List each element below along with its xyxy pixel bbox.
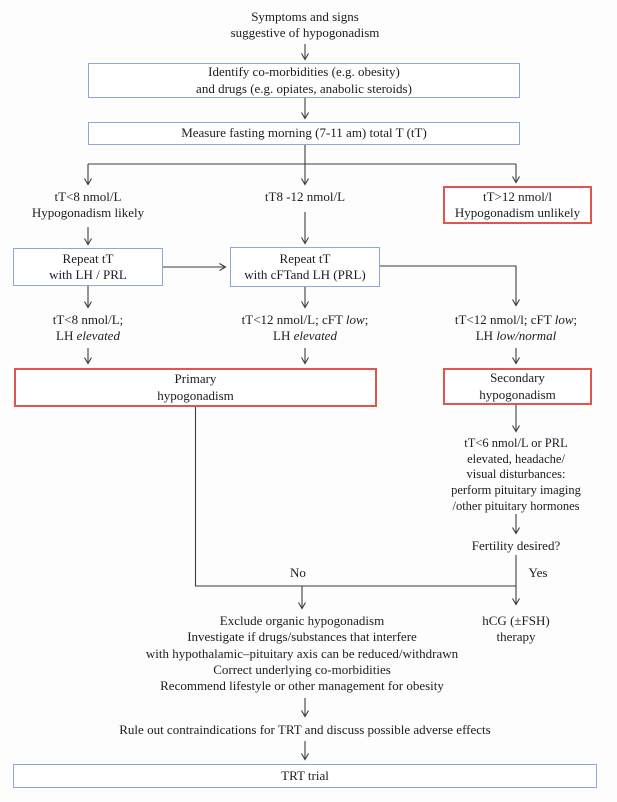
hypogonadism-unlikely-box: tT>12 nmol/l Hypogonadism unlikely <box>443 186 592 224</box>
repeat-tt-cft-lh-box: Repeat tT with cFTand LH (PRL) <box>230 247 380 287</box>
management-steps-label: Exclude organic hypogonadism Investigate… <box>145 613 459 693</box>
pituitary-workup-label: tT<6 nmol/L or PRL elevated, headache/ v… <box>451 436 581 513</box>
yes-branch-label: Yes <box>528 565 548 580</box>
hcg-therapy-label: hCG (±FSH) therapy <box>482 613 550 645</box>
rule-out-contraindications-label: Rule out contraindications for TRT and d… <box>119 722 491 737</box>
branch-mid-label: tT8 -12 nmol/L <box>264 189 346 204</box>
measure-total-t-box: Measure fasting morning (7-11 am) total … <box>88 122 520 145</box>
trt-trial-box: TRT trial <box>13 764 597 788</box>
outcome-mid-label: tT<12 nmol/L; cFT low; LH elevated <box>241 312 369 344</box>
identify-comorbidities-box: Identify co-morbidities (e.g. obesity) a… <box>88 63 520 98</box>
outcome-right-label: tT<12 nmol/l; cFT low; LH low/normal <box>454 312 578 344</box>
repeat-tt-lh-prl-box: Repeat tT with LH / PRL <box>13 248 163 286</box>
branch-low-label: tT<8 nmol/L Hypogonadism likely <box>31 189 145 221</box>
no-branch-label: No <box>290 565 306 580</box>
start-symptoms-label: Symptoms and signs suggestive of hypogon… <box>230 9 380 41</box>
primary-hypogonadism-box: Primary hypogonadism <box>14 368 377 407</box>
secondary-hypogonadism-box: Secondary hypogonadism <box>443 368 592 405</box>
fertility-desired-label: Fertility desired? <box>471 538 561 553</box>
outcome-left-label: tT<8 nmol/L; LH elevated <box>52 312 124 344</box>
